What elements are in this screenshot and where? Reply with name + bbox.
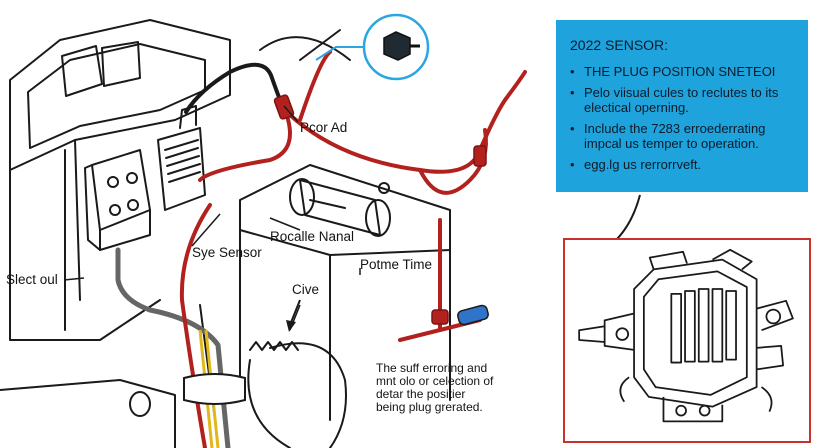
sensor-module — [84, 149, 151, 251]
note-line: detar the positier — [376, 387, 466, 401]
inset-frame — [563, 238, 811, 443]
connector-icon — [315, 13, 430, 81]
note-text: The suff erroring and mnt olo or celecti… — [376, 362, 526, 414]
black-cable — [184, 62, 284, 114]
engine-base — [0, 29, 351, 448]
info-box-title: 2022 SENSOR: — [570, 37, 669, 53]
blue-connector — [457, 304, 489, 326]
note-line: The suff erroring and — [376, 361, 488, 375]
arrow-icon — [286, 299, 301, 332]
note-line: mnt olo or celection of — [376, 374, 494, 388]
label-pcor-ad: Pcor Ad — [300, 120, 348, 135]
info-box: 2022 SENSOR: THE PLUG POSITION SNETEOI P… — [556, 20, 808, 192]
note-line: being plug grerated. — [376, 400, 483, 414]
info-box-item: Pelo viisual cules to reclutes to its el… — [570, 85, 794, 115]
label-sye-sensor: Sye Sensor — [192, 245, 262, 260]
info-box-list: THE PLUG POSITION SNETEOI Pelo viisual c… — [570, 64, 794, 172]
connector-block — [157, 105, 206, 211]
leader-lines — [63, 105, 361, 331]
mount-box — [199, 164, 451, 421]
engine-housing — [9, 19, 231, 341]
label-potme-time: Potme Time — [360, 257, 433, 272]
label-slect-oul: Slect oul — [6, 272, 58, 287]
info-box-item: THE PLUG POSITION SNETEOI — [570, 64, 794, 79]
label-rocalle-nanal: Rocalle Nanal — [270, 229, 355, 244]
inset-leader — [613, 194, 641, 243]
info-box-item: egg.lg us rerrorrveft. — [570, 157, 794, 172]
clamp-ring — [183, 373, 246, 405]
info-box-item: Include the 7283 erroederrating impcal u… — [570, 121, 794, 151]
label-cive: Cive — [292, 282, 320, 297]
grey-cable — [115, 247, 231, 448]
cylinder-sensor — [289, 178, 391, 237]
sensor-unit-illustration — [578, 248, 794, 423]
